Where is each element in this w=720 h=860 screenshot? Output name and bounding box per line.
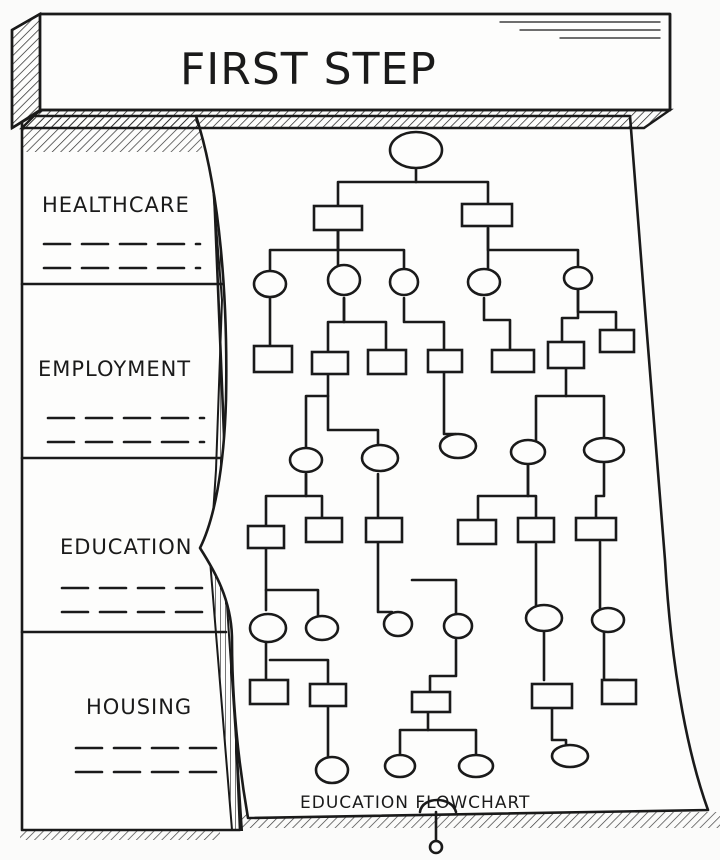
category-housing-label: HOUSING bbox=[86, 695, 192, 719]
flow-node bbox=[312, 352, 348, 374]
flow-node bbox=[600, 330, 634, 352]
flow-node bbox=[314, 206, 362, 230]
flow-node bbox=[306, 616, 338, 640]
flow-node bbox=[458, 520, 496, 544]
flow-node bbox=[468, 269, 500, 295]
flow-node bbox=[412, 692, 450, 712]
flow-node bbox=[250, 614, 286, 642]
flow-node bbox=[462, 204, 512, 226]
flow-node bbox=[362, 445, 398, 471]
flow-node bbox=[316, 757, 348, 783]
category-employment-label: EMPLOYMENT bbox=[38, 357, 191, 381]
page-title: FIRST STEP bbox=[180, 44, 437, 95]
flow-node bbox=[310, 684, 346, 706]
flow-node bbox=[511, 440, 545, 464]
flow-node bbox=[428, 350, 462, 372]
flow-node bbox=[592, 608, 624, 632]
flow-node bbox=[440, 434, 476, 458]
flowchart-caption: EDUCATION FLOWCHART bbox=[300, 793, 530, 813]
flow-node bbox=[385, 755, 415, 777]
flow-node bbox=[576, 518, 616, 540]
flow-node bbox=[548, 342, 584, 368]
flow-node bbox=[459, 755, 493, 777]
flow-node bbox=[384, 612, 412, 636]
flow-node bbox=[248, 526, 284, 548]
flow-node bbox=[390, 269, 418, 295]
flow-node bbox=[532, 684, 572, 708]
flow-node bbox=[584, 438, 624, 462]
category-panel bbox=[22, 116, 242, 830]
flow-node bbox=[366, 518, 402, 542]
flow-node bbox=[564, 267, 592, 289]
flow-node bbox=[602, 680, 636, 704]
flow-node bbox=[526, 605, 562, 631]
category-education-label: EDUCATION bbox=[60, 535, 192, 559]
flow-node bbox=[250, 680, 288, 704]
flow-node bbox=[444, 614, 472, 638]
flow-node bbox=[518, 518, 554, 542]
flow-node bbox=[254, 346, 292, 372]
flow-node bbox=[328, 265, 360, 295]
flow-node bbox=[306, 518, 342, 542]
category-healthcare-label: HEALTHCARE bbox=[42, 193, 190, 217]
scroll-paper bbox=[196, 116, 708, 818]
flow-node bbox=[552, 745, 588, 767]
flow-node bbox=[492, 350, 534, 372]
flow-node bbox=[368, 350, 406, 374]
flow-node bbox=[290, 448, 322, 472]
flow-node bbox=[390, 132, 442, 168]
flow-node bbox=[254, 271, 286, 297]
